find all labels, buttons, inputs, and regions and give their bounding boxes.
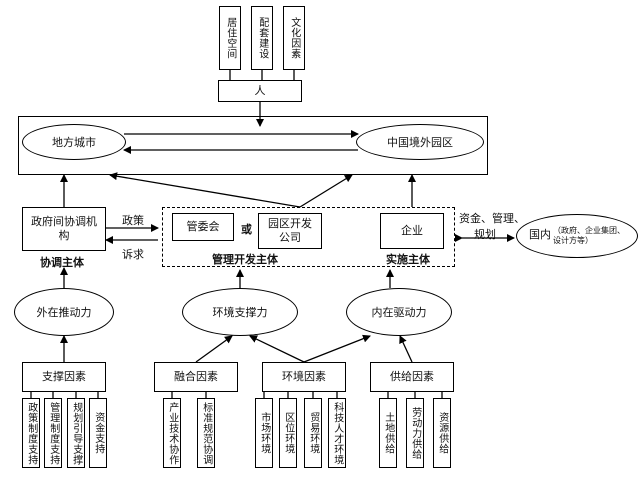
group-title: 环境因素 [282,370,326,384]
admin-committee-box: 管委会 [172,213,234,241]
item-label: 资金支持 [92,412,104,454]
group-supply: 供给因素 [370,362,454,392]
planning-label: 规划 [474,228,496,241]
group-title: 融合因素 [174,370,218,384]
gov-coord-box: 政府间协调机构 [22,207,106,251]
item-label: 资源供给 [436,412,448,454]
overseas-park-label: 中国境外园区 [387,136,453,149]
impl-subject-label: 实施主体 [386,253,430,266]
park-dev-company-box: 园区开发公司 [258,213,322,249]
item-planning-support: 规划引导支撑 [67,398,85,468]
enterprise-box: 企业 [380,213,444,249]
admin-committee-label: 管委会 [186,220,220,234]
item-label: 科技人才环境 [331,401,343,465]
arrow-env-to-internal [303,334,371,363]
dashed-subject-box [162,207,455,267]
group-title: 支撑因素 [42,370,86,384]
item-talent-env: 科技人才环境 [328,398,346,468]
domestic-note: （政府、企业集团、设计方等） [553,226,625,245]
item-policy-support: 政策制度支持 [22,398,40,468]
factor-label: 文化因素 [288,17,300,59]
ellipse-environment-force: 环境支撑力 [182,288,298,336]
person-label: 人 [254,84,266,98]
item-label: 劳动力供给 [409,406,421,460]
local-city-label: 地方城市 [52,136,96,149]
item-capital-support: 资金支持 [89,398,107,468]
item-standards: 标准规范协调 [197,398,215,468]
item-label: 管理制度支持 [47,401,59,465]
outer-frame [18,116,488,175]
internal-force-label: 内在驱动力 [371,306,427,319]
policy-label: 政策 [122,214,144,227]
item-label: 贸易环境 [307,412,319,454]
factor-supporting-construction: 配套建设 [251,6,273,70]
external-force-label: 外在推动力 [36,306,92,319]
item-industry-tech: 产业技术协作 [163,398,181,468]
arrow-dev-to-park [299,174,353,208]
enterprise-label: 企业 [401,224,423,238]
group-support: 支撑因素 [22,362,106,392]
ellipse-overseas-park: 中国境外园区 [356,124,484,160]
park-dev-company-label: 园区开发公司 [268,217,312,244]
capital-mgmt-label: 资金、管理、 [459,212,525,225]
item-label: 标准规范协调 [200,401,212,465]
item-location-env: 区位环境 [279,398,297,468]
arrow-dev-to-city [109,172,301,208]
coord-subject-label: 协调主体 [40,256,84,269]
item-land-supply: 土地供给 [379,398,397,468]
environment-force-label: 环境支撑力 [212,306,268,319]
factor-label: 居住空间 [224,17,236,59]
ellipse-domestic: 国内 （政府、企业集团、设计方等） [516,214,638,258]
item-management-support: 管理制度支持 [44,398,62,468]
item-labor-supply: 劳动力供给 [406,398,424,468]
arrow-env-to-envforce [249,335,305,363]
domestic-label: 国内 [529,228,551,242]
item-label: 市场环境 [258,412,270,454]
item-resource-supply: 资源供给 [433,398,451,468]
item-label: 规划引导支撑 [70,401,82,465]
arrow-fusion-up [195,335,233,363]
ellipse-local-city: 地方城市 [22,124,126,160]
group-fusion: 融合因素 [154,362,238,392]
item-label: 产业技术协作 [166,401,178,465]
or-label: 或 [241,223,252,236]
mgmt-dev-subject-label: 管理开发主体 [212,253,278,266]
item-label: 政策制度支持 [25,401,37,465]
ellipse-external-force: 外在推动力 [14,288,114,336]
ellipse-internal-force: 内在驱动力 [346,288,452,336]
factor-label: 配套建设 [256,17,268,59]
arrow-supply-up [399,335,413,363]
group-environment: 环境因素 [262,362,346,392]
group-title: 供给因素 [390,370,434,384]
person-box: 人 [218,80,302,102]
item-market-env: 市场环境 [255,398,273,468]
item-label: 土地供给 [382,412,394,454]
item-label: 区位环境 [282,412,294,454]
factor-living-space: 居住空间 [219,6,241,70]
appeal-label: 诉求 [122,248,144,261]
gov-coord-label: 政府间协调机构 [31,215,97,242]
factor-culture: 文化因素 [283,6,305,70]
item-trade-env: 贸易环境 [304,398,322,468]
